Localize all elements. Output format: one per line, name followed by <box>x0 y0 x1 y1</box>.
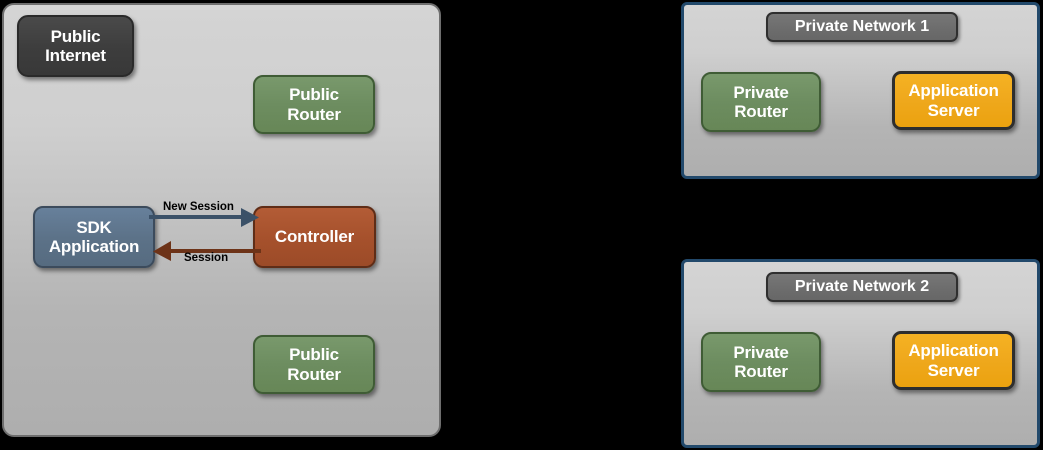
node-public-router-top-label: Public Router <box>287 85 341 123</box>
node-sdk-application-label: SDK Application <box>48 217 140 256</box>
private-network-2-title: Private Network 2 <box>766 272 958 302</box>
node-sdk-application-line1: SDK <box>76 217 112 237</box>
node-private-router-1-label: Private Router <box>733 82 789 121</box>
session-arrow-label: Session <box>184 252 229 264</box>
new-session-arrow-icon <box>149 208 259 227</box>
node-private-router-2-label: Private Router <box>733 342 789 381</box>
node-private-router-1[interactable]: Private Router <box>701 72 821 132</box>
node-controller-label: Controller <box>274 227 355 247</box>
node-public-router-top-line1: Public <box>289 85 339 105</box>
node-public-internet[interactable]: Public Internet <box>17 15 134 77</box>
node-private-router-2[interactable]: Private Router <box>701 332 821 392</box>
node-public-internet-line2: Internet <box>45 46 106 65</box>
public-internet-panel: Public Internet Public Router Public Rou… <box>2 3 441 437</box>
node-private-router-2-line2: Router <box>734 362 788 381</box>
node-application-server-1-line1: Application <box>908 81 999 101</box>
node-application-server-1-line2: Server <box>927 100 980 120</box>
node-private-router-1-line2: Router <box>734 102 788 121</box>
node-sdk-application-line2: Application <box>48 237 140 256</box>
node-private-router-2-line1: Private <box>733 342 789 362</box>
node-public-router-top[interactable]: Public Router <box>253 75 375 134</box>
node-sdk-application[interactable]: SDK Application <box>33 206 155 268</box>
node-controller[interactable]: Controller <box>253 206 376 268</box>
node-public-router-bottom-line2: Router <box>287 364 341 384</box>
node-application-server-2-line2: Server <box>927 360 980 380</box>
session-arrows <box>149 208 261 261</box>
node-public-router-bottom-label: Public Router <box>287 345 341 383</box>
node-public-router-top-line2: Router <box>287 104 341 124</box>
node-application-server-2[interactable]: Application Server <box>892 331 1015 390</box>
session-arrow-icon <box>153 241 261 261</box>
node-private-router-1-line1: Private <box>733 82 789 102</box>
node-application-server-1[interactable]: Application Server <box>892 71 1015 130</box>
node-application-server-2-label: Application Server <box>908 341 999 380</box>
node-public-internet-label: Public Internet <box>45 27 106 65</box>
node-application-server-2-line1: Application <box>908 341 999 361</box>
private-network-1-title: Private Network 1 <box>766 12 958 42</box>
node-application-server-1-label: Application Server <box>908 81 999 120</box>
node-public-router-bottom-line1: Public <box>289 345 339 365</box>
new-session-arrow-label: New Session <box>163 201 234 213</box>
node-public-router-bottom[interactable]: Public Router <box>253 335 375 394</box>
node-public-internet-line1: Public <box>50 26 101 46</box>
